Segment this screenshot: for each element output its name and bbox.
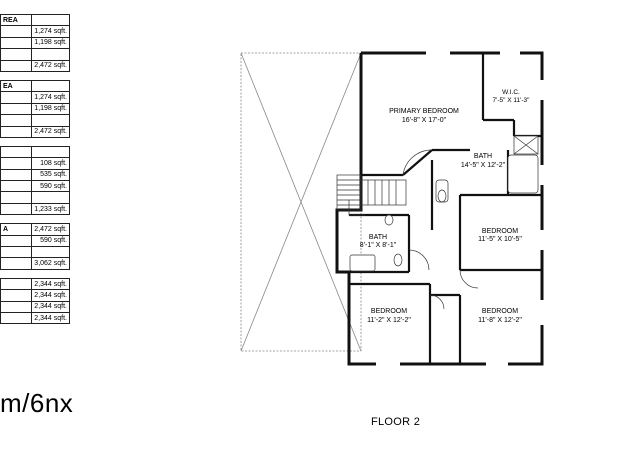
toilet [437,189,447,203]
row-value: 2,472 sqft. [31,125,70,138]
table-row [0,48,70,61]
hall-toilet [393,253,403,267]
label-bedroom-left: BEDROOM 11'-2" X 12'-2" [367,308,411,324]
label-primary-bath: BATH 14'-5" X 12'-2" [461,153,506,169]
scale-text: m/6nx [0,388,74,418]
room-name: BATH [474,153,492,160]
windows [376,51,544,366]
table-row: 2,472 sqft. [0,59,70,72]
row-value [31,48,70,61]
row-value: 1,274 sqft. [31,91,70,104]
table-row: 1,274 sqft. [0,25,70,38]
table-row: 3,062 sqft. [0,257,70,270]
label-primary-bedroom: PRIMARY BEDROOM 16'-8" X 17'-0" [389,108,459,124]
room-name: BEDROOM [482,308,518,315]
room-name: W.I.C. [502,89,520,96]
door-swings [402,149,479,310]
table-row: 2,344 sqft. [0,277,70,291]
tub [507,154,539,194]
sink [384,214,394,226]
table-row: 1,274 sqft. [0,91,70,104]
table-row: 2,344 sqft. [0,289,70,302]
room-dims: 7'-5" X 11'-3" [493,97,531,104]
floor-label: FLOOR 2 [371,416,421,428]
room-dims: 11'-8" X 12'-2" [478,317,522,324]
stairs [336,174,407,216]
label-bedroom-right: BEDROOM 11'-5" X 10'-5" [478,228,522,243]
label-hall-bath: BATH 8'-1" X 8'-1" [360,234,397,249]
row-value: 2,344 sqft. [31,311,70,325]
room-dims: 8'-1" X 8'-1" [360,242,397,249]
row-value: 1,233 sqft. [31,202,70,216]
table-row: 535 sqft. [0,168,70,182]
table-row: 1,198 sqft. [0,36,70,50]
row-value: 1,198 sqft. [31,36,70,50]
room-name: PRIMARY BEDROOM [389,108,459,115]
room-dims: 14'-5" X 12'-2" [461,162,506,169]
table-row: 1,233 sqft. [0,202,70,216]
hall-tub [349,254,376,272]
room-dims: 16'-8" X 17'-0" [402,117,447,124]
room-name: BATH [369,234,387,241]
room-name: BEDROOM [371,308,407,315]
room-dims: 11'-5" X 10'-5" [478,236,522,243]
row-value: 1,274 sqft. [31,25,70,38]
row-value: 2,472 sqft. [31,59,70,72]
room-name: BEDROOM [482,228,518,235]
room-dims: 11'-2" X 12'-2" [367,317,411,324]
fixtures [349,135,539,272]
table-row: 2,344 sqft. [0,311,70,325]
label-wic: W.I.C. 7'-5" X 11'-3" [493,89,531,104]
open-to-below-area [240,52,362,352]
row-value: 3,062 sqft. [31,257,70,270]
table-row: 2,472 sqft. [0,125,70,138]
label-bedroom-bottom: BEDROOM 11'-8" X 12'-2" [478,308,522,324]
table-row [0,145,70,159]
